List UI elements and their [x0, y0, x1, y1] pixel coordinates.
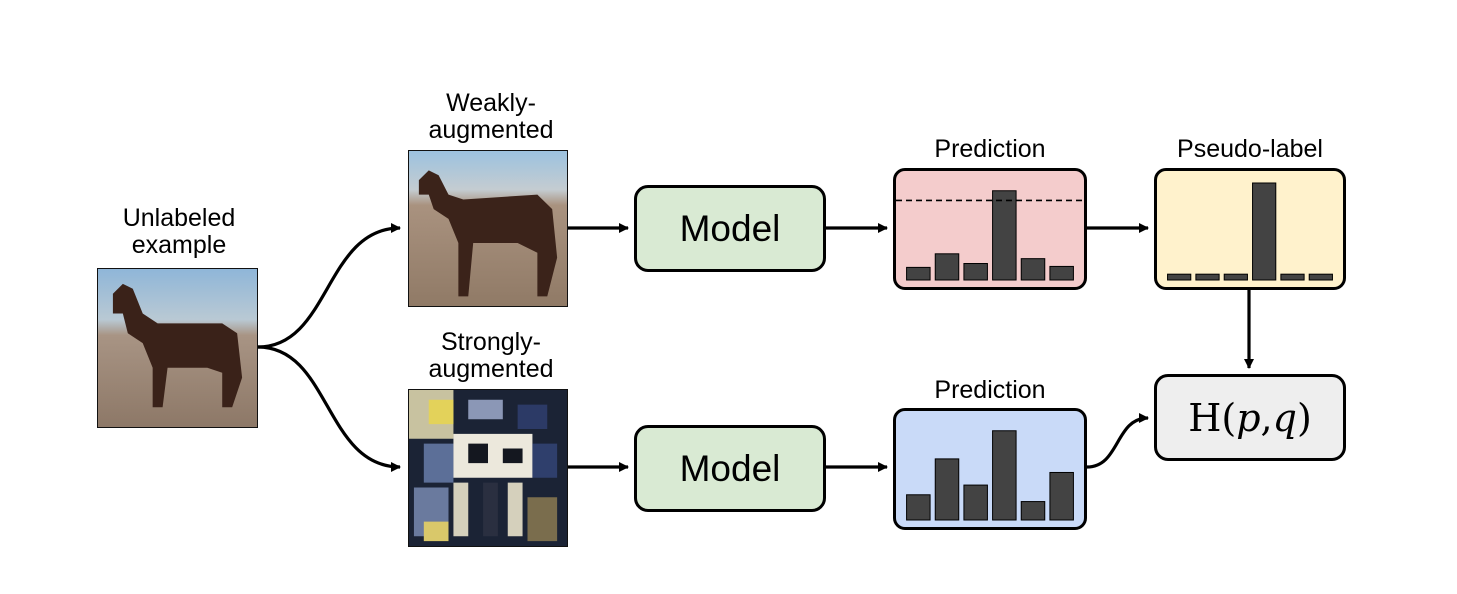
- pseudo-label-bar-3: [1223, 273, 1248, 281]
- label-prediction-bottom: Prediction: [934, 376, 1046, 404]
- loss-box: H(p, q): [1154, 374, 1346, 461]
- loss-q: q: [1272, 395, 1297, 440]
- prediction-top-bar-5: [1020, 258, 1046, 281]
- label-unlabeled-example: Unlabeled example: [122, 204, 236, 259]
- prediction-bottom-bar-2: [934, 458, 960, 521]
- label-strongly-augmented: Strongly- augmented: [428, 328, 554, 383]
- pseudo-label-bar-6: [1308, 273, 1333, 281]
- loss-h: H(: [1188, 395, 1237, 440]
- loss-close: ): [1296, 395, 1312, 440]
- prediction-bottom-bar-5: [1020, 501, 1046, 521]
- arrow-to-strong: [257, 345, 401, 472]
- pseudo-label-histogram: [1167, 182, 1333, 281]
- prediction-top-bar-4: [992, 190, 1017, 281]
- prediction-top-bar-6: [1049, 265, 1074, 281]
- strongly-augmented-image: [408, 389, 568, 547]
- prediction-bottom-histogram: [906, 430, 1074, 521]
- loss-comma: ,: [1260, 395, 1273, 440]
- model-top: Model: [634, 185, 826, 272]
- model-bottom: Model: [634, 425, 826, 512]
- label-prediction-top: Prediction: [934, 135, 1046, 163]
- prediction-top-panel: [893, 168, 1087, 290]
- prediction-bottom-bar-6: [1049, 471, 1074, 521]
- pseudo-label-bar-2: [1195, 273, 1220, 281]
- pseudo-label-bar-5: [1280, 273, 1305, 281]
- pseudo-label-bar-1: [1167, 273, 1192, 281]
- prediction-bottom-panel: [893, 408, 1087, 530]
- unlabeled-image: [97, 268, 258, 428]
- prediction-top-bar-2: [934, 253, 960, 281]
- prediction-top-bar-1: [906, 266, 931, 281]
- weakly-augmented-image: [408, 150, 568, 307]
- prediction-bottom-bar-4: [992, 430, 1017, 521]
- arrow-to-weak: [257, 223, 401, 349]
- loss-p: p: [1236, 395, 1261, 440]
- label-pseudo-label: Pseudo-label: [1177, 135, 1323, 163]
- label-weakly-augmented: Weakly- augmented: [428, 89, 554, 144]
- arrow-prediction-to-loss: [1086, 413, 1149, 469]
- pseudo-label-panel: [1154, 168, 1346, 290]
- prediction-top-bar-3: [963, 263, 988, 281]
- prediction-bottom-bar-3: [963, 484, 988, 521]
- pseudo-label-bar-4: [1252, 182, 1277, 281]
- prediction-top-histogram: [896, 190, 1084, 281]
- prediction-bottom-bar-1: [906, 494, 931, 521]
